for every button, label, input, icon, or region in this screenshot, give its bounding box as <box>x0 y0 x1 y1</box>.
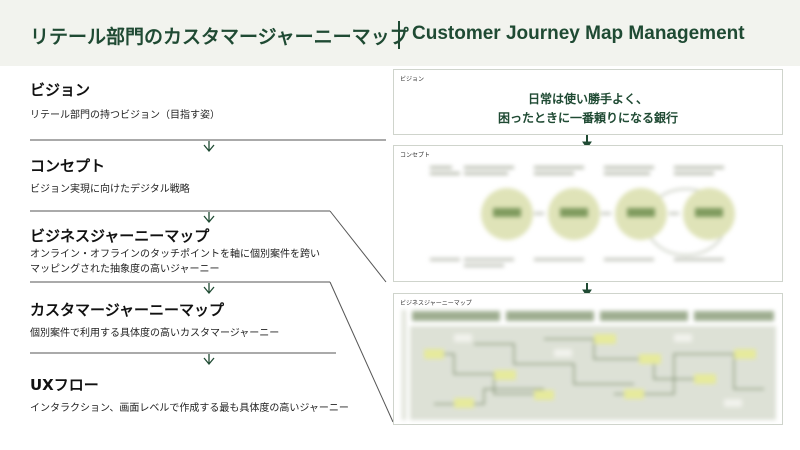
level-vision-desc-line: リテール部門の持つビジョン（目指す姿） <box>30 110 220 121</box>
level-customer-map-desc: 個別案件で利用する具体度の高いカスタマージャーニー <box>30 326 279 341</box>
business-map-panel-label: ビジネスジャーニーマップ <box>400 300 472 307</box>
level-vision-desc: リテール部門の持つビジョン（目指す姿） <box>30 108 220 123</box>
level-ux-flow-title: UXフロー <box>30 376 99 394</box>
vision-panel: ビジョン 日常は使い勝手よく、 困ったときに一番頼りになる銀行 <box>393 69 783 135</box>
business-map-diagram-blurred <box>402 310 776 420</box>
business-map-panel: ビジネスジャーニーマップ <box>393 293 783 425</box>
level-concept-title: コンセプト <box>30 157 106 175</box>
vision-panel-label: ビジョン <box>400 76 425 83</box>
page-title-en: Customer Journey Map Management <box>412 23 745 44</box>
level-business-map-title: ビジネスジャーニーマップ <box>30 227 210 245</box>
level-business-map-desc: オンライン・オフラインのタッチポイントを軸に個別案件を跨い マッピングされた抽象… <box>30 247 320 277</box>
level-concept-desc-line: ビジョン実現に向けたデジタル戦略 <box>30 184 190 195</box>
title-separator <box>398 21 400 49</box>
level-ux-flow-desc: インタラクション、画面レベルで作成する最も具体度の高いジャーニー <box>30 401 349 416</box>
concept-panel: コンセプト <box>393 145 783 282</box>
vision-statement: 日常は使い勝手よく、 困ったときに一番頼りになる銀行 <box>394 90 782 128</box>
connector-to-business-panel-bottom <box>329 281 394 423</box>
level-customer-map-title: カスタマージャーニーマップ <box>30 301 224 319</box>
vision-statement-line-1: 日常は使い勝手よく、 <box>527 92 648 106</box>
level-business-map-desc-line-1: オンライン・オフラインのタッチポイントを軸に個別案件を跨い <box>30 249 320 260</box>
concept-panel-label: コンセプト <box>400 152 431 159</box>
level-customer-map-desc-line: 個別案件で利用する具体度の高いカスタマージャーニー <box>30 328 280 339</box>
level-vision-title: ビジョン <box>30 81 91 99</box>
vision-statement-line-2: 困ったときに一番頼りになる銀行 <box>497 111 678 125</box>
page-title-jp: リテール部門のカスタマージャーニーマップ <box>30 26 409 48</box>
level-concept-desc: ビジョン実現に向けたデジタル戦略 <box>30 182 190 197</box>
page-header: リテール部門のカスタマージャーニーマップ Customer Journey Ma… <box>0 0 800 66</box>
connector-to-business-panel <box>329 210 387 283</box>
concept-diagram-blurred <box>430 166 735 267</box>
level-business-map-desc-line-2: マッピングされた抽象度の高いジャーニー <box>30 264 220 275</box>
level-ux-flow-desc-line: インタラクション、画面レベルで作成する最も具体度の高いジャーニー <box>30 403 349 414</box>
